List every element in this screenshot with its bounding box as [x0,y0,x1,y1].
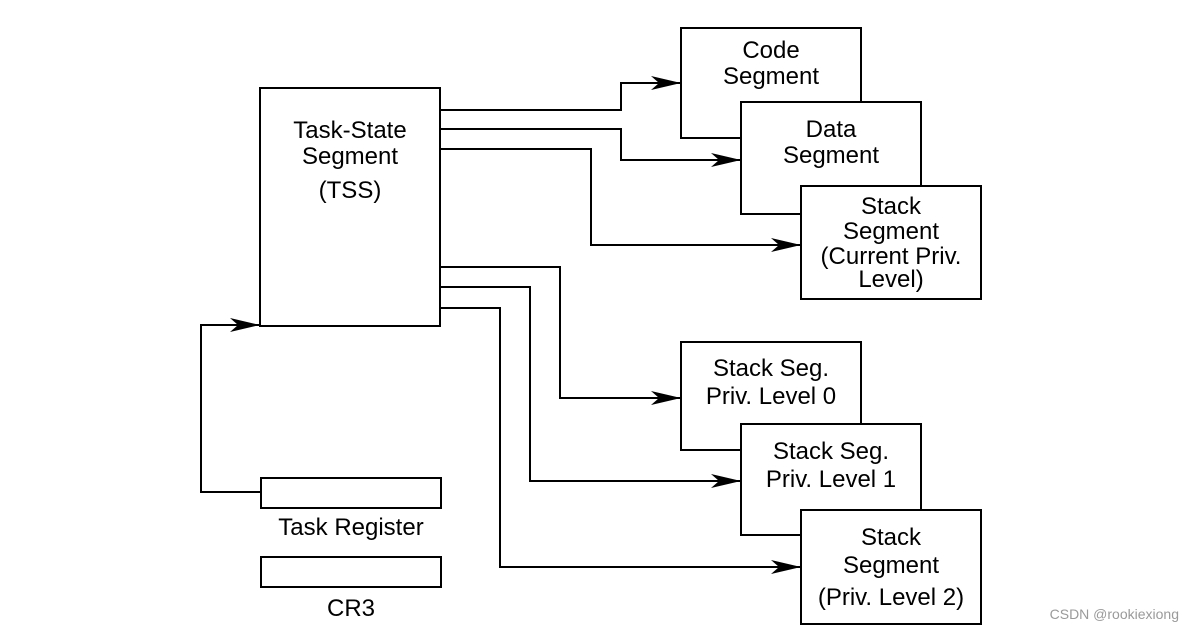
code-segment-line-2: Segment [722,63,820,90]
stack-current-line-4: Level) [858,266,924,293]
stack-current-line-2: Segment [842,218,940,245]
tss-to-stack-pl2-arrow [440,307,801,574]
stack-pl1-label: Stack Seg. Priv. Level 1 [741,438,921,494]
stack-pl0-line-2: Priv. Level 0 [705,383,837,410]
code-segment-line-1: Code [742,37,800,64]
tss-to-stack-current-arrow [440,148,801,252]
stack-pl1-line-1: Stack Seg. [772,438,890,465]
task-register-box [260,477,442,509]
data-segment-label: Data Segment [741,117,921,169]
data-segment-line-1: Data [805,116,857,143]
stack-pl0-label: Stack Seg. Priv. Level 0 [681,355,861,411]
tss-line-1: Task-State [293,117,407,144]
stack-pl1-line-2: Priv. Level 1 [765,466,897,493]
tss-to-code-arrow [440,76,681,111]
stack-current-line-1: Stack [860,193,922,220]
task-register-to-tss-arrow [200,318,261,493]
tss-line-3: (TSS) [318,177,382,204]
tss-line-2: Segment [301,143,399,170]
watermark: CSDN @rookiexiong [1049,606,1179,622]
tss-to-data-arrow [440,128,741,167]
stack-pl0-line-1: Stack Seg. [712,355,830,382]
tss-box [259,87,441,327]
cr3-box [260,556,442,588]
stack-current-line-3: (Current Priv. [820,243,962,270]
stack-pl2-line-3: (Priv. Level 2) [817,584,965,611]
stack-pl2-box [800,509,982,625]
data-segment-line-2: Segment [782,142,880,169]
stack-current-label: Stack Segment (Current Priv. Level) [801,194,981,292]
stack-pl2-line-2: Segment [842,552,940,579]
code-segment-label: Code Segment [681,38,861,90]
cr3-label: CR3 [326,595,375,622]
task-register-label: Task Register [278,514,424,541]
tss-to-stack-pl0-arrow [440,266,681,405]
stack-pl2-label: Stack Segment (Priv. Level 2) [801,524,981,612]
tss-to-stack-pl1-arrow [440,286,741,488]
tss-label: Task-State Segment (TSS) [260,118,440,204]
stack-current-box [800,185,982,300]
stack-pl2-line-1: Stack [860,524,922,551]
